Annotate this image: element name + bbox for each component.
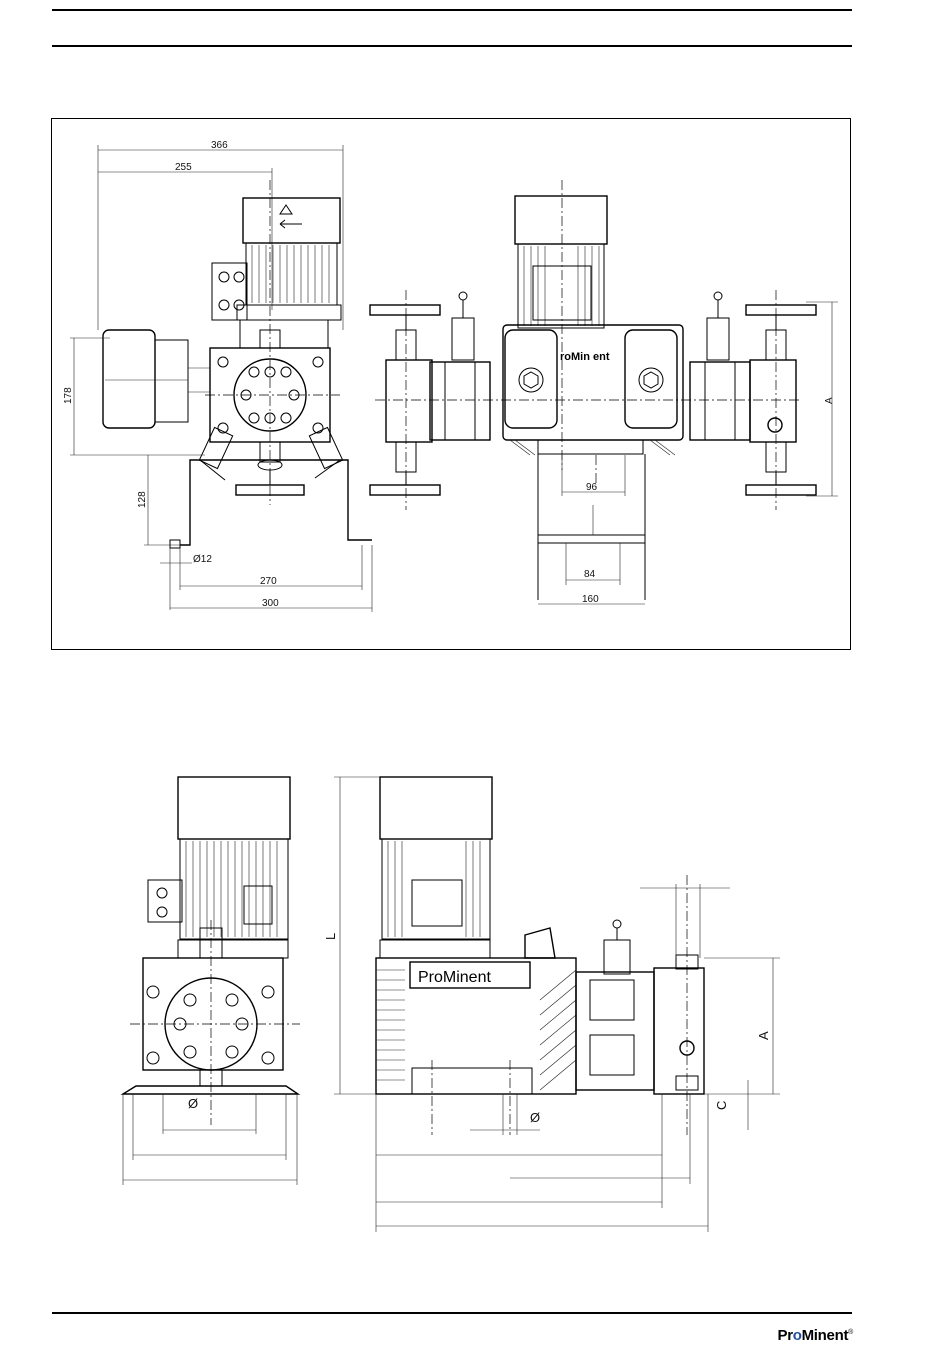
dim-A-bottom: A bbox=[756, 1031, 771, 1040]
dim-L: L bbox=[323, 933, 338, 940]
bottom-nameplate-text: ProMinent bbox=[418, 969, 491, 986]
dim-C: C bbox=[714, 1101, 729, 1110]
prominent-logo: ProMinent® bbox=[777, 1327, 853, 1344]
dim-phi-left: Ø bbox=[188, 1096, 198, 1111]
footer-rule bbox=[52, 1312, 852, 1314]
dim-phi-right: Ø bbox=[530, 1110, 540, 1125]
bottom-dimension-drawing: Ø ProMinent L bbox=[0, 0, 950, 1300]
